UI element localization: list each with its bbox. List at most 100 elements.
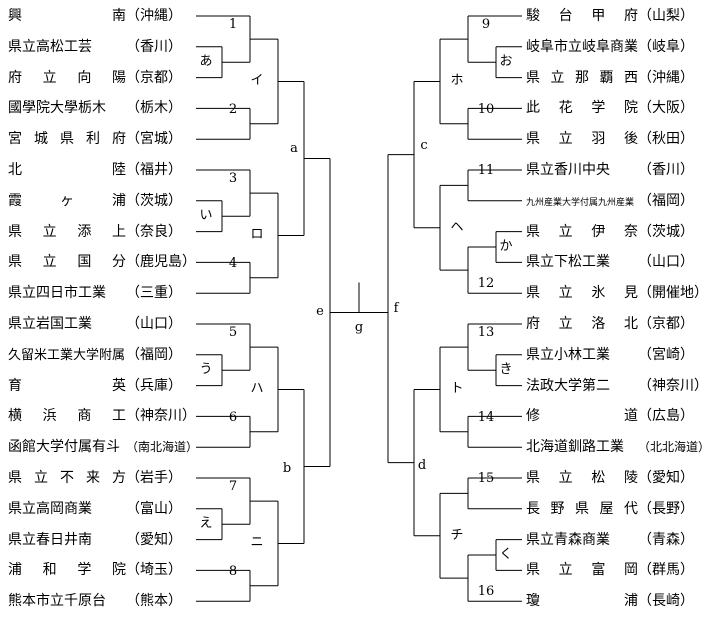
match-number-label: 9 [481, 17, 491, 33]
right-team-row: 法政大学第二（神奈川） [526, 376, 708, 396]
team-name: 北陸 [8, 162, 216, 178]
right-team-row: 県立小林工業（宮崎） [526, 345, 694, 365]
match-label-letter: f [393, 300, 399, 316]
left-team-row: 県立添上（奈良） [8, 222, 182, 242]
team-prefecture: （京都） [638, 316, 694, 332]
team-name: 熊本市立千原台 [8, 593, 106, 610]
team-prefecture: （埼玉） [126, 562, 182, 579]
match-label-letter: a [290, 141, 298, 157]
team-name: 長野県屋代 [526, 500, 649, 517]
team-prefecture: （愛知） [638, 470, 694, 486]
match-label-letter: g [354, 320, 364, 336]
match-number-label: 13 [477, 325, 495, 341]
match-number-label: 7 [228, 479, 238, 495]
team-prefecture: （愛知） [126, 531, 182, 548]
team-prefecture: （香川） [638, 162, 694, 178]
team-prefecture: （宮城） [126, 131, 182, 148]
right-team-row: 駿台甲府（山梨） [526, 6, 694, 26]
match-number-label: 11 [477, 163, 495, 179]
team-prefecture: （富山） [126, 500, 182, 517]
team-prefecture: （福岡） [126, 346, 182, 363]
match-line [387, 154, 414, 464]
right-team-row: 府立洛北（京都） [526, 314, 694, 334]
match-label-kana: い [199, 208, 213, 224]
team-prefecture: （奈良） [126, 223, 182, 240]
match-label-kana: ロ [250, 227, 264, 243]
team-name: 霞ヶ浦 [8, 192, 164, 209]
team-name: 県立不来方 [8, 470, 138, 486]
match-number-label: 2 [228, 101, 238, 117]
match-number-label: 10 [477, 101, 495, 117]
match-label-kana: ヘ [450, 219, 464, 235]
team-prefecture: （鹿児島） [126, 254, 196, 271]
right-team-row: 修道（広島） [526, 406, 694, 426]
match-label-kana: う [199, 362, 213, 378]
left-team-row: 県立高松工芸（香川） [8, 37, 182, 57]
team-prefecture: （神奈川） [126, 408, 196, 425]
team-name: 横浜商工 [8, 408, 147, 425]
team-prefecture: （沖縄） [638, 69, 694, 86]
team-prefecture: （大阪） [638, 100, 694, 117]
team-prefecture: （香川） [126, 38, 182, 55]
right-team-row: 県立青森商業（青森） [526, 530, 694, 550]
team-prefecture: （長野） [638, 500, 694, 517]
left-team-row: 県立不来方（岩手） [8, 468, 182, 488]
team-name: 育英 [8, 377, 216, 394]
team-prefecture: （茨城） [126, 192, 182, 209]
match-label-kana: え [199, 516, 213, 532]
left-team-row: 熊本市立千原台 （熊本） [8, 591, 182, 611]
team-name: 県立国分 [8, 254, 147, 271]
left-team-row: 県立岩国工業（山口） [8, 314, 182, 334]
team-prefecture: （青森） [638, 531, 694, 548]
left-team-row: 育英（兵庫） [8, 376, 182, 396]
team-prefecture: （山梨） [638, 8, 694, 24]
team-name: 県立香川中央 [526, 162, 610, 178]
match-label-kana: あ [199, 54, 213, 70]
right-team-row: 県立松陵（愛知） [526, 468, 694, 488]
team-prefecture: （三重） [126, 285, 182, 302]
team-name: 県立氷見 [526, 285, 657, 302]
team-name: 県立富岡 [526, 562, 657, 579]
left-team-row: 函館大学付属有斗（南北海道） [8, 437, 198, 457]
right-team-row: 長野県屋代（長野） [526, 499, 694, 519]
team-prefecture: （熊本） [126, 593, 182, 610]
team-name: 県立下松工業 [526, 254, 610, 271]
left-team-row: 宮城県利府（宮城） [8, 129, 182, 149]
match-label-kana: く [499, 547, 513, 562]
left-team-row: 霞ヶ浦（茨城） [8, 191, 182, 211]
right-team-row: 此花学院（大阪） [526, 98, 694, 118]
team-name: 県立添上 [8, 223, 147, 240]
match-line [413, 80, 440, 229]
team-name: 府立向陽 [8, 69, 147, 86]
team-prefecture: （開催地） [638, 285, 708, 302]
team-prefecture: （北北海道） [638, 440, 711, 455]
match-number-label: 4 [228, 255, 238, 271]
team-name: 県立松陵 [526, 470, 657, 486]
left-team-row: 興南（沖縄） [8, 6, 182, 26]
match-number-label: 15 [477, 471, 495, 487]
team-name: 浦和学院 [8, 562, 147, 579]
team-name: 県立羽後 [526, 131, 657, 148]
team-prefecture: （秋田） [638, 131, 694, 148]
match-label-kana: ニ [250, 535, 264, 551]
match-label-letter: d [417, 457, 427, 473]
team-name: 此花学院 [526, 100, 657, 117]
match-number-label: 1 [228, 17, 238, 33]
right-team-row: 岐阜市立岐阜商業（岐阜） [526, 37, 694, 57]
team-prefecture: （岐阜） [638, 38, 694, 55]
match-label-kana: ハ [250, 381, 264, 397]
team-name: 県立四日市工業 [8, 285, 106, 302]
team-name: 興南 [8, 8, 216, 24]
match-number-label: 14 [477, 409, 495, 425]
match-number-label: 5 [228, 325, 238, 341]
team-prefecture: （宮崎） [638, 346, 694, 363]
team-prefecture: （福井） [126, 162, 182, 178]
right-team-row: 県立伊奈（茨城） [526, 222, 694, 242]
match-number-label: 8 [228, 563, 238, 579]
team-name: 九州産業大学付属九州産業 [526, 197, 635, 208]
team-name: 國學院大學栃木 [8, 100, 106, 117]
match-label-kana: チ [450, 527, 464, 543]
team-prefecture: （兵庫） [126, 377, 182, 394]
left-team-row: 県立四日市工業 （三重） [8, 283, 182, 303]
